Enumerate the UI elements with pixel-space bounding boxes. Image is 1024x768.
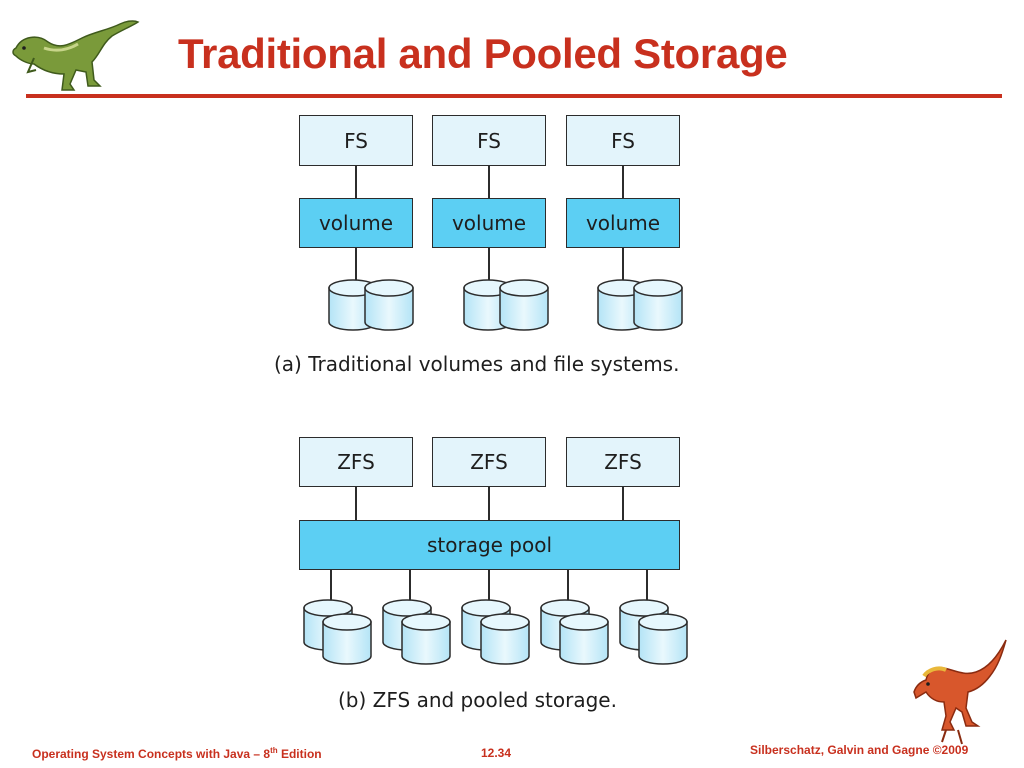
footer-page-number: 12.34 (481, 746, 512, 760)
connector-line (330, 570, 332, 604)
disk-pair-icon (461, 599, 530, 665)
connector-line (646, 570, 648, 604)
connector-line (488, 248, 490, 282)
volume-box: volume (299, 198, 413, 248)
caption-a: (a) Traditional volumes and file systems… (274, 352, 680, 376)
fs-box: FS (299, 115, 413, 166)
footer-book-suffix: Edition (277, 747, 322, 761)
dinosaur-logo-red-icon (913, 639, 1007, 745)
disk-pair-icon (328, 279, 414, 331)
footer-book-sup: th (270, 746, 278, 755)
connector-line (355, 166, 357, 198)
fs-box: FS (432, 115, 546, 166)
disk-pair-icon (303, 599, 372, 665)
connector-line (488, 487, 490, 520)
connector-line (409, 570, 411, 604)
caption-b: (b) ZFS and pooled storage. (338, 688, 617, 712)
disk-pair-icon (540, 599, 609, 665)
connector-line (488, 570, 490, 604)
disk-pair-icon (463, 279, 549, 331)
zfs-box: ZFS (299, 437, 413, 487)
connector-line (622, 248, 624, 282)
connector-line (488, 166, 490, 198)
volume-box: volume (566, 198, 680, 248)
footer-book-title: Operating System Concepts with Java – 8t… (32, 746, 322, 761)
storage-pool-box: storage pool (299, 520, 680, 570)
fs-box: FS (566, 115, 680, 166)
disk-pair-icon (619, 599, 688, 665)
connector-line (622, 487, 624, 520)
disk-pair-icon (382, 599, 451, 665)
connector-line (355, 248, 357, 282)
zfs-box: ZFS (432, 437, 546, 487)
page-title: Traditional and Pooled Storage (178, 30, 788, 77)
dinosaur-logo-green-icon (12, 20, 140, 91)
connector-line (355, 487, 357, 520)
footer-book-prefix: Operating System Concepts with Java – 8 (32, 747, 271, 761)
volume-box: volume (432, 198, 546, 248)
zfs-box: ZFS (566, 437, 680, 487)
title-divider (26, 94, 1002, 98)
connector-line (622, 166, 624, 198)
connector-line (567, 570, 569, 604)
disk-pair-icon (597, 279, 683, 331)
footer-copyright: Silberschatz, Galvin and Gagne ©2009 (750, 743, 969, 757)
